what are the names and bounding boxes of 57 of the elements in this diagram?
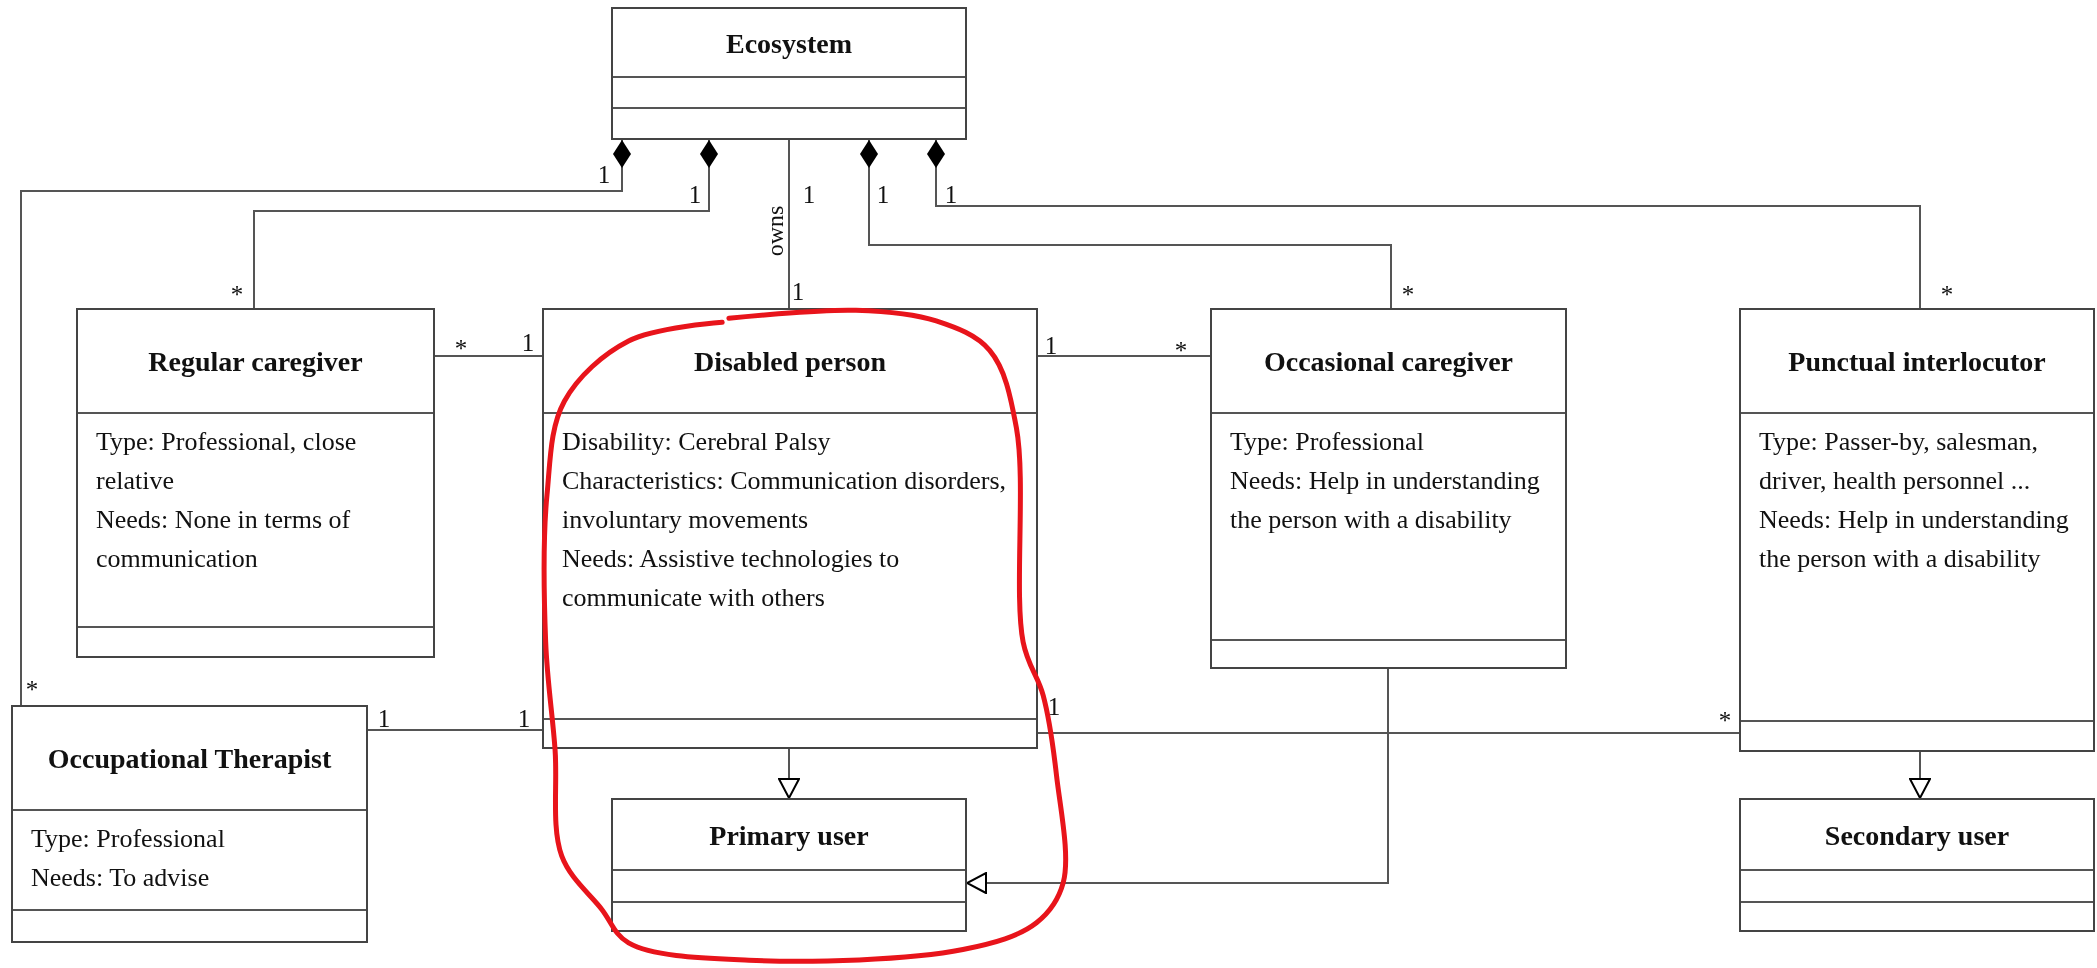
class-name: Occasional caregiver bbox=[1262, 345, 1515, 379]
multiplicity-label: * bbox=[230, 281, 244, 307]
attribute-text: Type: Professional bbox=[31, 823, 225, 855]
composition-line bbox=[860, 139, 1392, 309]
class-box bbox=[1210, 308, 1567, 669]
multiplicity-label: 1 bbox=[688, 181, 702, 207]
attribute-text: Type: Professional bbox=[1230, 426, 1424, 458]
multiplicity-label: 1 bbox=[597, 161, 611, 187]
class-box bbox=[11, 705, 368, 943]
multiplicity-label: * bbox=[1174, 337, 1188, 363]
generalization-arrow bbox=[966, 668, 1389, 894]
composition-line bbox=[253, 139, 718, 309]
multiplicity-label: * bbox=[25, 676, 39, 702]
class-name: Regular caregiver bbox=[147, 345, 364, 379]
multiplicity-label: 1 bbox=[517, 705, 531, 731]
multiplicity-label: 1 bbox=[791, 278, 805, 304]
multiplicity-label: 1 bbox=[876, 181, 890, 207]
attribute-text: Type: Professional, close relative bbox=[96, 426, 358, 497]
multiplicity-label: 1 bbox=[1047, 693, 1061, 719]
composition-line bbox=[927, 139, 1921, 309]
class-box bbox=[542, 308, 1038, 749]
class-box bbox=[76, 308, 435, 658]
multiplicity-label: 1 bbox=[521, 329, 535, 355]
multiplicity-label: * bbox=[1940, 281, 1954, 307]
attribute-text: Needs: None in terms of communication bbox=[96, 504, 352, 575]
class-name: Ecosystem bbox=[725, 26, 853, 61]
class-box bbox=[611, 7, 967, 140]
association-line bbox=[434, 355, 543, 357]
multiplicity-label: * bbox=[1718, 707, 1732, 733]
association-line bbox=[788, 139, 790, 309]
multiplicity-label: * bbox=[454, 335, 468, 361]
multiplicity-label: 1 bbox=[377, 705, 391, 731]
multiplicity-label: * bbox=[1401, 281, 1415, 307]
generalization-arrow bbox=[778, 748, 800, 799]
class-box bbox=[611, 798, 967, 932]
association-line bbox=[1037, 732, 1740, 734]
class-box bbox=[1739, 798, 2095, 932]
attribute-text: Characteristics: Communication disorders, involuntary movements bbox=[562, 465, 1008, 536]
generalization-arrow bbox=[1909, 751, 1931, 799]
attribute-text: Type: Passer-by, salesman, driver, health personnel ... bbox=[1759, 426, 2040, 497]
class-name: Primary user bbox=[708, 818, 870, 853]
class-name: Disabled person bbox=[692, 345, 888, 379]
multiplicity-label: 1 bbox=[944, 181, 958, 207]
attribute-text: Disability: Cerebral Palsy bbox=[562, 426, 831, 458]
attribute-text: Needs: To advise bbox=[31, 862, 210, 894]
composition-line bbox=[20, 139, 631, 706]
class-name: Secondary user bbox=[1823, 818, 2011, 853]
class-name: Punctual interlocutor bbox=[1787, 345, 2047, 379]
attribute-text: Needs: Help in understanding the person with a disability bbox=[1759, 504, 2070, 575]
multiplicity-label: 1 bbox=[1044, 332, 1058, 358]
attribute-text: Needs: Help in understanding the person with a disability bbox=[1230, 465, 1541, 536]
attribute-text: Needs: Assistive technologies to communicate with others bbox=[562, 543, 901, 614]
association-line bbox=[1037, 355, 1211, 357]
class-box bbox=[1739, 308, 2095, 752]
multiplicity-label: 1 bbox=[802, 181, 816, 207]
association-line bbox=[367, 729, 543, 731]
class-name: Occupational Therapist bbox=[46, 742, 333, 776]
